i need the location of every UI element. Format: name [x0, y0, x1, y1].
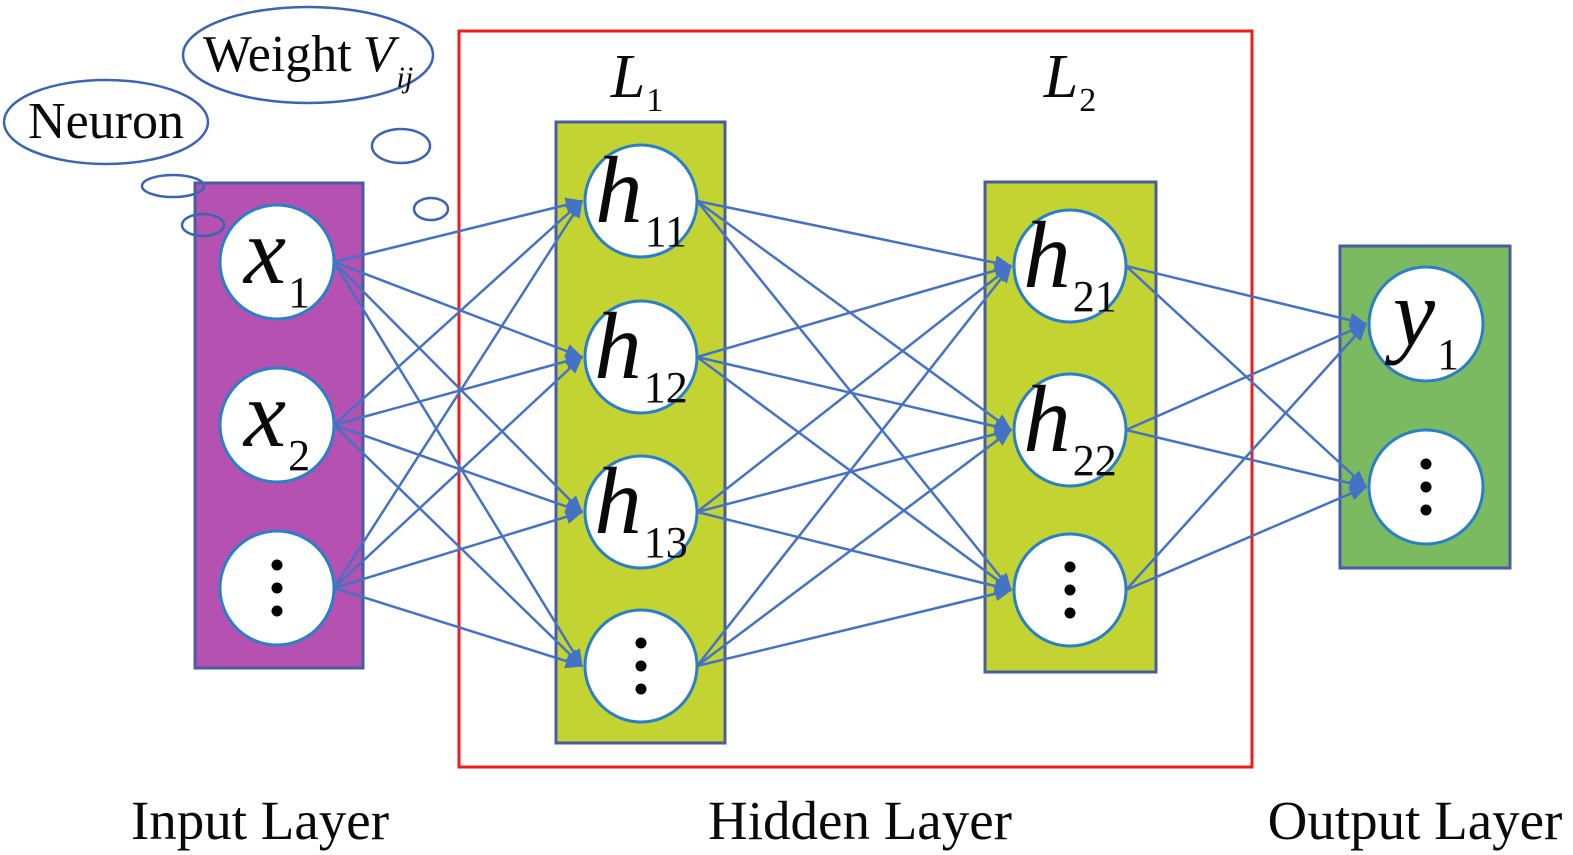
edge-x2-h13: [333, 423, 584, 514]
hidden-layer-box: [457, 29, 1254, 769]
weight-bubble-text: Weight: [202, 26, 352, 83]
edge-h2_more-y1: [1125, 323, 1367, 591]
neuron-bubble-ellipse: [2, 78, 210, 166]
ellipsis-dot: [1420, 504, 1432, 516]
node-subscript: 2: [288, 430, 311, 480]
edge-x2-h12: [333, 354, 584, 427]
node-label-h13: h13: [594, 453, 688, 567]
node-letter: h: [595, 136, 643, 243]
node-subscript: 11: [644, 206, 687, 256]
layer-title-l2-main: L: [1043, 43, 1079, 111]
node-label-h2_more: [1064, 561, 1076, 619]
edge-h1_more-h2_more: [696, 586, 1013, 668]
edge-x1-h13: [333, 261, 583, 513]
edge-x_more-h13: [333, 509, 584, 590]
weight-bubble-ellipse: [181, 5, 435, 105]
thought-trail-ellipse-2: [180, 212, 226, 238]
weight-bubble-variable: V: [362, 26, 395, 83]
node-subscript: 22: [1072, 435, 1117, 485]
edge-h11-h2_more: [696, 200, 1012, 591]
thought-trail-ellipse-3: [370, 127, 432, 165]
node-letter: h: [1023, 365, 1071, 472]
thought-trail-ellipse-1: [140, 173, 206, 199]
thought-trail-ellipse-4: [412, 196, 450, 222]
edge-x_more-h12: [333, 356, 583, 589]
ellipsis-dot: [271, 582, 283, 594]
edge-h13-h2_more: [696, 510, 1013, 594]
edge-x_more-h1_more: [333, 586, 584, 669]
edge-h1_more-h22: [696, 429, 1012, 667]
edge-h13-h21: [696, 265, 1012, 513]
ellipsis-dot: [271, 605, 283, 617]
edge-x_more-h11: [332, 199, 584, 589]
node-letter: h: [594, 292, 642, 399]
node-letter: h: [594, 447, 642, 554]
ellipsis-dot: [1420, 481, 1432, 493]
node-subscript: 12: [643, 362, 688, 412]
node-label-x1: x1: [244, 203, 311, 317]
edge-h11-h22: [696, 199, 1013, 432]
node-label-h11: h11: [595, 142, 687, 256]
node-circle-y1: [1367, 265, 1485, 383]
node-letter: y: [1392, 259, 1436, 366]
layer-title-l2: L2: [990, 42, 1150, 122]
ellipsis-dot: [1064, 607, 1076, 619]
ellipsis-dot: [271, 559, 283, 571]
hidden-layer-label: Hidden Layer: [708, 790, 1012, 851]
edge-h2_more-y_more: [1125, 485, 1368, 592]
node-letter: x: [243, 360, 287, 467]
edge-h1_more-h21: [696, 265, 1012, 667]
node-label-h21: h21: [1023, 207, 1117, 321]
ellipsis-dot: [635, 660, 647, 672]
layer-title-l1: L1: [557, 42, 717, 122]
node-label-y_more: [1420, 458, 1432, 516]
input-layer-label: Input Layer: [130, 790, 390, 851]
node-label-x_more: [271, 559, 283, 617]
node-label-h12: h12: [594, 298, 688, 412]
ellipsis-dot: [635, 683, 647, 695]
edge-h12-h21: [696, 263, 1013, 359]
edge-x1-h1_more: [332, 261, 584, 668]
node-subscript: 13: [643, 517, 688, 567]
layer-title-l1-sub: 1: [646, 82, 664, 119]
node-label-h22: h22: [1023, 371, 1117, 485]
edge-h12-h2_more: [696, 355, 1013, 592]
layer-title-l2-sub: 2: [1079, 82, 1097, 119]
edge-x1-h12: [333, 260, 584, 359]
node-label-h1_more: [635, 637, 647, 695]
edge-h12-h22: [696, 355, 1013, 434]
edge-x2-h11: [333, 200, 583, 426]
edge-h22-y1: [1125, 322, 1368, 432]
node-letter: h: [1023, 201, 1071, 308]
edge-x2-h1_more: [333, 424, 583, 667]
ellipsis-dot: [1064, 561, 1076, 573]
neuron-bubble-label: Neuron: [28, 93, 184, 150]
ellipsis-dot: [1420, 458, 1432, 470]
edge-h21-y1: [1125, 264, 1368, 328]
ellipsis-dot: [635, 637, 647, 649]
edge-x1-h11: [333, 197, 584, 264]
node-letter: x: [243, 197, 287, 304]
node-subscript: 1: [1437, 329, 1460, 379]
ellipsis-dot: [1064, 584, 1076, 596]
node-subscript: 21: [1072, 271, 1117, 321]
edge-h13-h22: [696, 426, 1013, 514]
output-layer-label: Output Layer: [1267, 790, 1563, 851]
layer-title-l1-main: L: [610, 43, 646, 111]
node-subscript: 1: [288, 267, 311, 317]
weight-bubble-subscript: ij: [396, 61, 414, 94]
edge-h11-h21: [696, 199, 1013, 271]
node-label-y1: y1: [1393, 265, 1460, 379]
node-label-x2: x2: [244, 366, 311, 480]
